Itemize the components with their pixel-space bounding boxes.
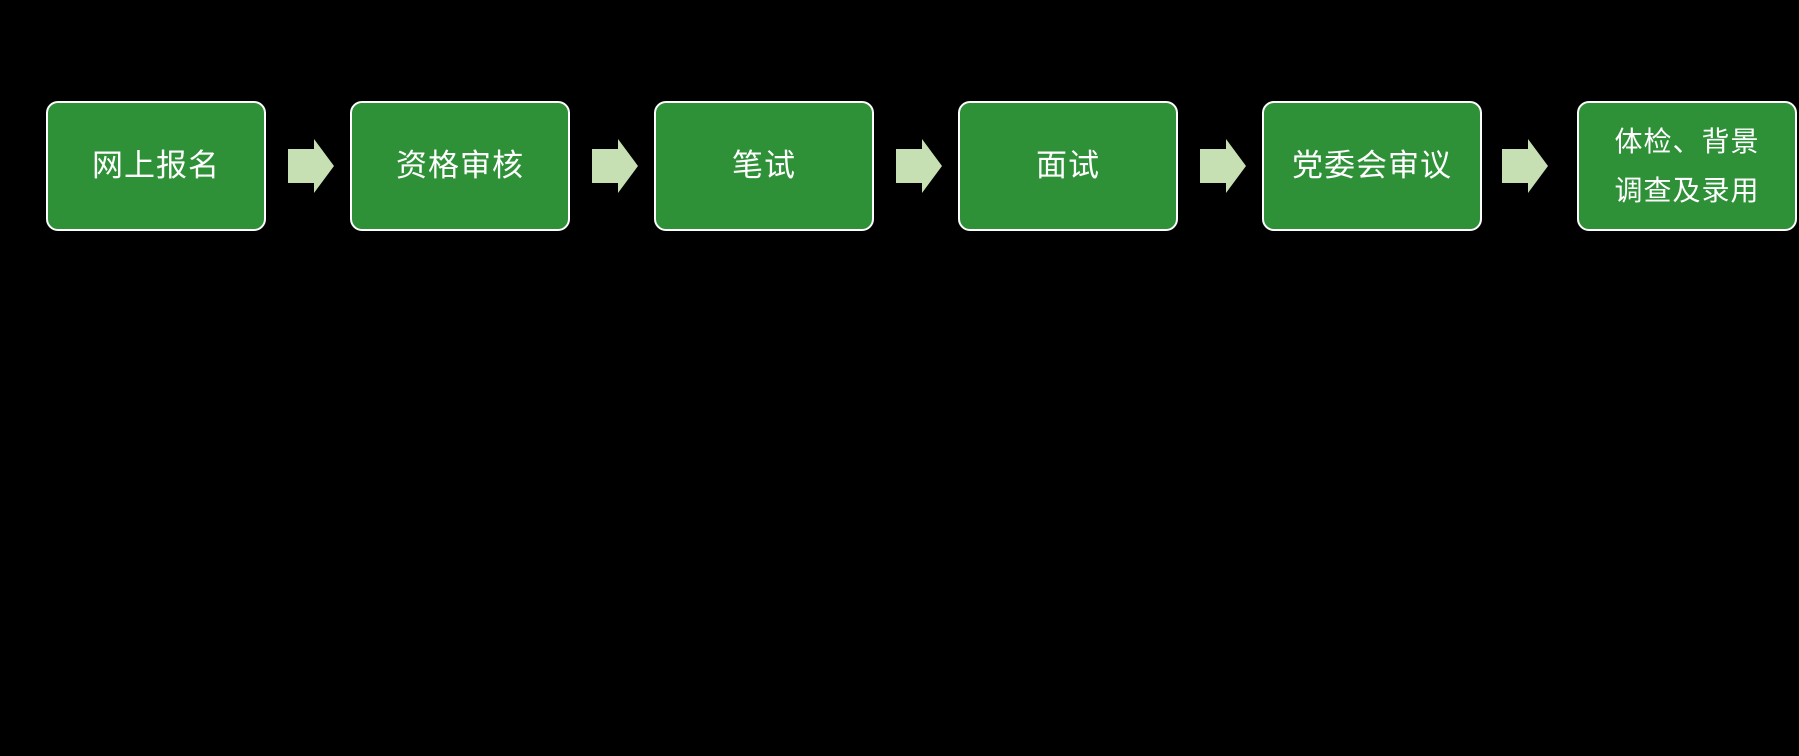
- flow-step-label: 面试: [1036, 147, 1100, 183]
- flow-step-label: 网上报名: [92, 147, 220, 183]
- arrow-right-icon: [1502, 139, 1548, 193]
- flow-step-label: 体检、背景 调查及录用: [1614, 126, 1760, 206]
- flow-step-label: 资格审核: [396, 147, 524, 183]
- flow-step-label: 党委会审议: [1292, 147, 1452, 183]
- flow-step-medical-background-hiring: 体检、背景 调查及录用: [1577, 101, 1797, 231]
- flow-step-written-test: 笔试: [654, 101, 874, 231]
- flow-step-label: 笔试: [732, 147, 796, 183]
- flow-step-online-registration: 网上报名: [46, 101, 266, 231]
- flow-step-interview: 面试: [958, 101, 1178, 231]
- arrow-right-icon: [592, 139, 638, 193]
- flow-step-qualification-review: 资格审核: [350, 101, 570, 231]
- flow-step-party-committee-review: 党委会审议: [1262, 101, 1482, 231]
- arrow-right-icon: [1200, 139, 1246, 193]
- arrow-right-icon: [288, 139, 334, 193]
- arrow-right-icon: [896, 139, 942, 193]
